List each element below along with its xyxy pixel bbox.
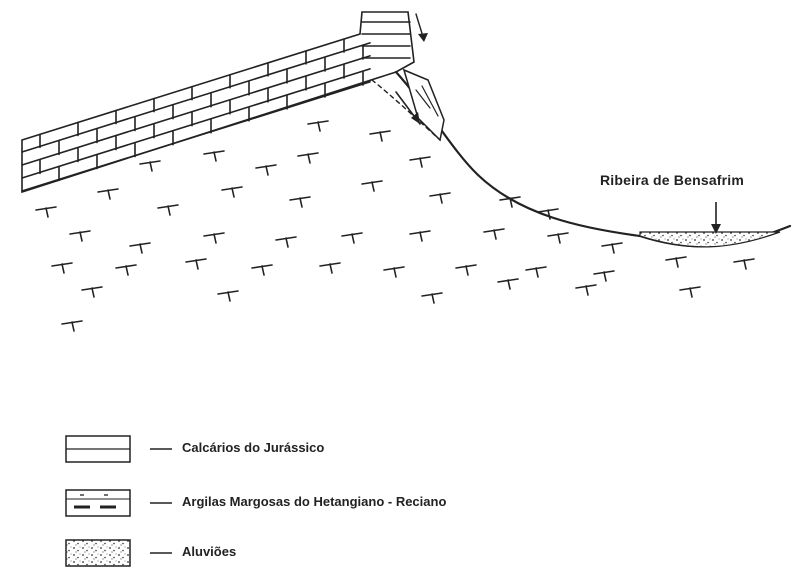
limestone-layer	[21, 11, 415, 194]
legend-label-marl: Argilas Margosas do Hetangiano - Reciano	[182, 494, 447, 509]
marl-symbols	[35, 120, 755, 332]
river-pointer-arrow	[711, 202, 721, 234]
legend-label-limestone: Calcários do Jurássico	[182, 440, 325, 455]
slope-profile	[371, 13, 792, 248]
legend-dashes	[150, 448, 172, 554]
legend-swatch-marl	[65, 489, 131, 517]
alluvium-deposit	[639, 231, 781, 248]
river-label: Ribeira de Bensafrim	[600, 172, 745, 188]
legend-label-alluvium: Aluviões	[182, 544, 237, 559]
legend-swatch-limestone	[65, 435, 131, 463]
legend-swatch-alluvium	[65, 539, 131, 567]
